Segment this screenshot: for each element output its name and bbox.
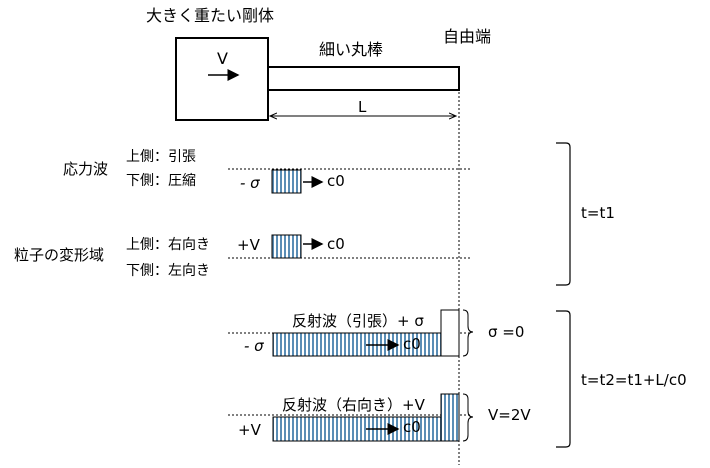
particle-upper: 上側：右向き	[126, 237, 210, 253]
reflect-particle-speed: c0	[403, 418, 421, 436]
rigid-body-box	[175, 37, 269, 121]
rod-box	[267, 66, 460, 91]
length-label: L	[358, 98, 367, 116]
stress-wave-block	[271, 169, 302, 194]
reflect-particle-upper-block	[440, 393, 460, 442]
reflect-stress-tension-block	[440, 309, 460, 357]
stress-wave-lower: 下側：圧縮	[126, 173, 196, 189]
stress-wave-speed: c0	[327, 172, 345, 190]
time-t1: t=t1	[581, 204, 615, 222]
rod-label: 細い丸棒	[319, 40, 384, 59]
particle-value: +V	[237, 236, 260, 254]
stress-wave-upper: 上側：引張	[126, 149, 196, 165]
free-end-label: 自由端	[443, 27, 492, 46]
stress-wave-title: 応力波	[63, 160, 109, 178]
reflect-stress-value: - σ	[244, 337, 264, 355]
reflect-particle-value: +V	[238, 421, 261, 439]
rigid-velocity-label: V	[217, 49, 228, 68]
reflect-particle-block	[272, 416, 442, 442]
particle-speed: c0	[327, 235, 345, 253]
reflect-stress-label: 反射波（引張）+ σ	[292, 312, 424, 330]
stress-result: σ =0	[488, 323, 525, 341]
rigid-body-label: 大きく重たい剛体	[146, 6, 275, 25]
stress-wave-value: - σ	[240, 174, 260, 192]
reflect-particle-label: 反射波（右向き）+V	[282, 396, 425, 414]
stress-result-brace	[462, 309, 474, 357]
particle-wave-block	[271, 234, 302, 259]
particle-result: V=2V	[488, 406, 531, 424]
t1-bracket	[556, 142, 571, 286]
particle-lower: 下側：左向き	[126, 263, 210, 279]
time-t2: t=t2=t1+L/c0	[581, 371, 687, 389]
particle-result-brace	[462, 393, 474, 442]
particle-title: 粒子の変形域	[14, 246, 105, 264]
reflect-stress-speed: c0	[403, 335, 421, 353]
t2-bracket	[556, 310, 571, 448]
